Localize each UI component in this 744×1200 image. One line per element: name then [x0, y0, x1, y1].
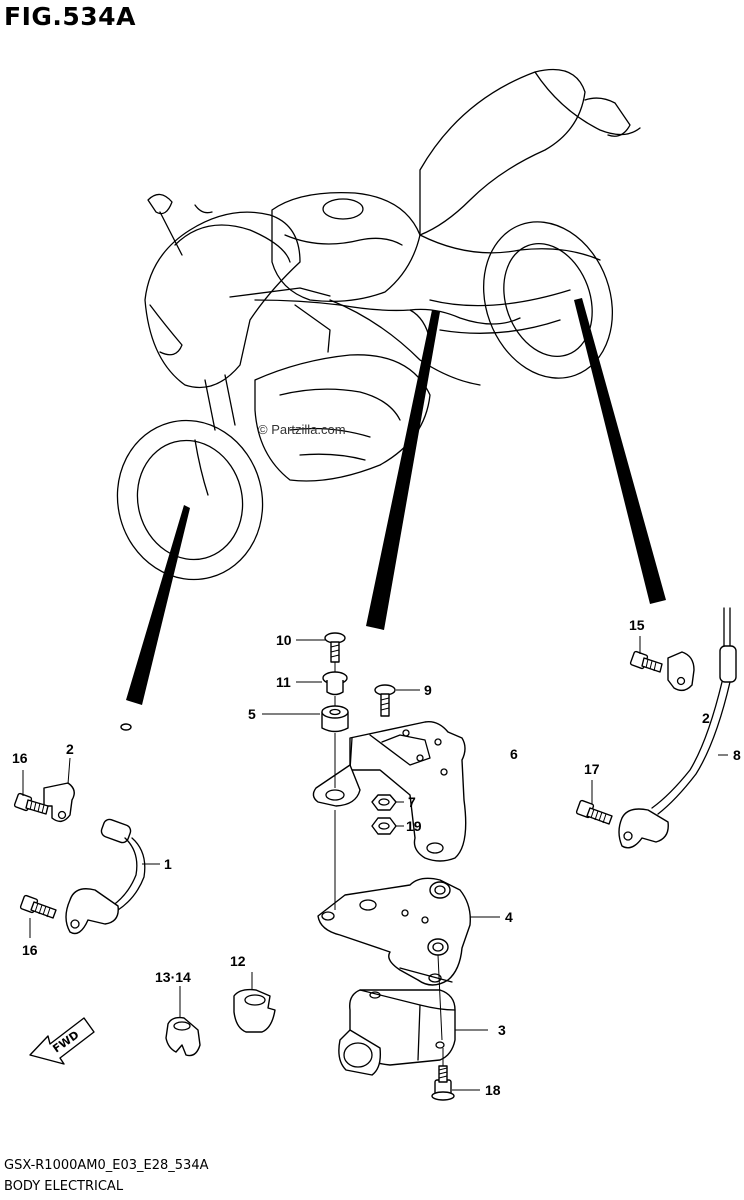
callout-13-14: 13·14: [155, 969, 191, 985]
clamp-13-14: [165, 1016, 201, 1057]
clamp-2-left: [43, 782, 75, 823]
callout-2-left: 2: [66, 741, 74, 757]
callout-8: 8: [733, 747, 741, 763]
callout-4: 4: [505, 909, 513, 925]
bolt-15: [629, 650, 663, 673]
assembly-alignment-lines: [334, 662, 444, 1066]
callout-9: 9: [424, 682, 432, 698]
clamp-2-right: [667, 651, 695, 692]
callout-2-right: 2: [702, 710, 710, 726]
callout-3: 3: [498, 1022, 506, 1038]
callout-12: 12: [230, 953, 246, 969]
rear-wheel-speed-sensor: [618, 607, 737, 849]
nut-7: [371, 794, 397, 811]
callout-6: 6: [510, 746, 518, 762]
bolt-16-lower: [19, 894, 57, 919]
imu-sensor-3: [338, 989, 456, 1076]
callout-11: 11: [276, 674, 291, 690]
figure-title: FIG.534A: [4, 2, 136, 31]
callout-16-upper: 16: [12, 750, 28, 766]
front-wheel-speed-sensor: [65, 723, 146, 935]
pointer-wedges: [126, 298, 666, 705]
bolt-17: [575, 799, 613, 825]
screw-9: [374, 684, 396, 717]
watermark: © Partzilla.com: [258, 422, 346, 437]
bracket-6: [312, 721, 467, 862]
callout-1: 1: [164, 856, 172, 872]
screw-10: [324, 632, 346, 663]
bracket-4: [317, 877, 471, 986]
callout-15: 15: [629, 617, 645, 633]
clamp-12: [233, 988, 276, 1033]
callout-labels: 10 11 5 9 6 7 19 4 3 18 12 13·14 16 2 1 …: [12, 617, 741, 1098]
callout-5: 5: [248, 706, 256, 722]
grommet-5: [321, 705, 349, 733]
callout-19: 19: [406, 818, 422, 834]
collar-11: [322, 671, 348, 696]
bolt-18: [431, 1065, 455, 1101]
fwd-arrow: FWD: [29, 1017, 95, 1065]
callout-18: 18: [485, 1082, 501, 1098]
callout-10: 10: [276, 632, 292, 648]
bolt-16-upper: [13, 792, 49, 815]
section-name: BODY ELECTRICAL: [4, 1179, 124, 1194]
callout-16-lower: 16: [22, 942, 38, 958]
model-code: GSX-R1000AM0_E03_E28_534A: [4, 1158, 209, 1173]
callout-leaders: [22, 636, 728, 1091]
motorcycle-outline: [116, 68, 641, 581]
callout-7: 7: [408, 794, 416, 810]
nut-19: [371, 817, 397, 835]
callout-17: 17: [584, 761, 600, 777]
